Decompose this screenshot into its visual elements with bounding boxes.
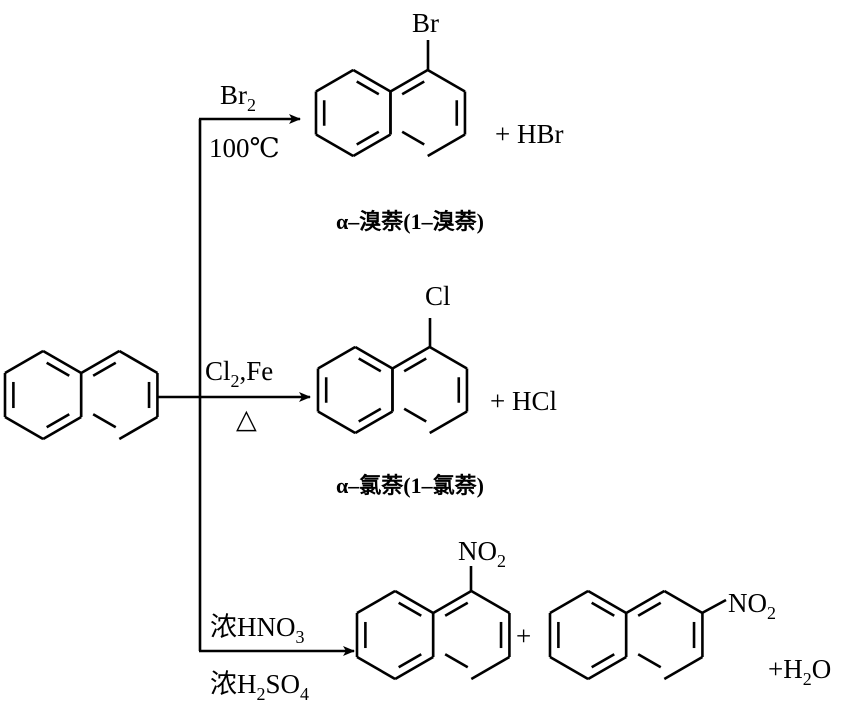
bond bbox=[591, 653, 615, 669]
product-1-bromonaphthalene bbox=[314, 68, 467, 158]
condition-heat: △ bbox=[236, 404, 257, 434]
bond bbox=[625, 589, 665, 615]
bond bbox=[663, 655, 704, 681]
bond bbox=[317, 345, 356, 370]
bond bbox=[358, 357, 382, 373]
product-1-nitronaphthalene bbox=[355, 589, 511, 681]
bond bbox=[118, 349, 159, 375]
bond bbox=[549, 589, 589, 615]
bond bbox=[403, 357, 427, 373]
substituent-br: Br bbox=[412, 8, 439, 38]
bond bbox=[427, 133, 466, 158]
byproduct-hbr: + HBr bbox=[495, 119, 563, 149]
condition-temperature: 100℃ bbox=[209, 133, 280, 163]
bond-no2-beta bbox=[701, 598, 727, 615]
bond bbox=[398, 653, 422, 669]
bond bbox=[444, 653, 469, 669]
bond bbox=[358, 407, 382, 423]
bond bbox=[587, 655, 627, 681]
bond bbox=[394, 589, 434, 615]
substituent-no2-beta: NO2 bbox=[728, 588, 776, 623]
bond bbox=[354, 345, 394, 370]
bond bbox=[352, 68, 392, 93]
bond bbox=[429, 345, 468, 370]
bond bbox=[470, 655, 511, 681]
bond bbox=[356, 130, 380, 146]
bond bbox=[354, 410, 394, 435]
product-1-chloronaphthalene bbox=[316, 345, 469, 435]
bond bbox=[401, 130, 425, 146]
bond bbox=[4, 415, 44, 441]
bond bbox=[637, 653, 662, 669]
bond bbox=[4, 349, 44, 375]
bond bbox=[356, 655, 396, 681]
bond bbox=[429, 410, 468, 435]
bond bbox=[80, 349, 120, 375]
byproduct-water: +H2O bbox=[768, 654, 831, 689]
bond bbox=[444, 601, 469, 617]
bond bbox=[46, 413, 70, 429]
bond bbox=[663, 589, 704, 615]
bond bbox=[42, 349, 82, 375]
bond bbox=[356, 80, 380, 96]
bond bbox=[637, 601, 662, 617]
naphthalene-reactant bbox=[3, 349, 159, 441]
reagent-h2so4: 浓H2SO4 bbox=[210, 669, 309, 703]
bond bbox=[398, 601, 422, 617]
bond bbox=[356, 589, 396, 615]
bond bbox=[42, 415, 82, 441]
bond bbox=[92, 361, 117, 377]
reagent-hno3: 浓HNO3 bbox=[210, 612, 305, 647]
bond bbox=[315, 133, 354, 158]
bond bbox=[401, 80, 425, 96]
bond bbox=[118, 415, 159, 441]
bond bbox=[549, 655, 589, 681]
bond bbox=[46, 361, 70, 377]
bond bbox=[394, 655, 434, 681]
bond bbox=[403, 407, 427, 423]
bond bbox=[591, 601, 615, 617]
caption-bromonaphthalene: α–溴萘(1–溴萘) bbox=[336, 209, 484, 234]
bond bbox=[92, 413, 117, 429]
substituent-cl: Cl bbox=[425, 281, 451, 311]
bond bbox=[427, 68, 466, 93]
bond bbox=[317, 410, 356, 435]
byproduct-hcl: + HCl bbox=[490, 386, 557, 416]
reagent-br2: Br2 bbox=[220, 80, 256, 115]
caption-chloronaphthalene: α–氯萘(1–氯萘) bbox=[336, 473, 484, 498]
bond bbox=[389, 68, 429, 93]
bond bbox=[470, 589, 511, 615]
reagent-cl2-fe: Cl2,Fe bbox=[205, 356, 273, 391]
bond bbox=[432, 589, 472, 615]
bond bbox=[587, 589, 627, 615]
plus-sign: + bbox=[516, 621, 531, 651]
bond bbox=[391, 345, 431, 370]
substituent-no2-alpha: NO2 bbox=[458, 536, 506, 571]
bond bbox=[315, 68, 354, 93]
product-2-nitronaphthalene bbox=[548, 589, 704, 681]
bond bbox=[352, 133, 392, 158]
